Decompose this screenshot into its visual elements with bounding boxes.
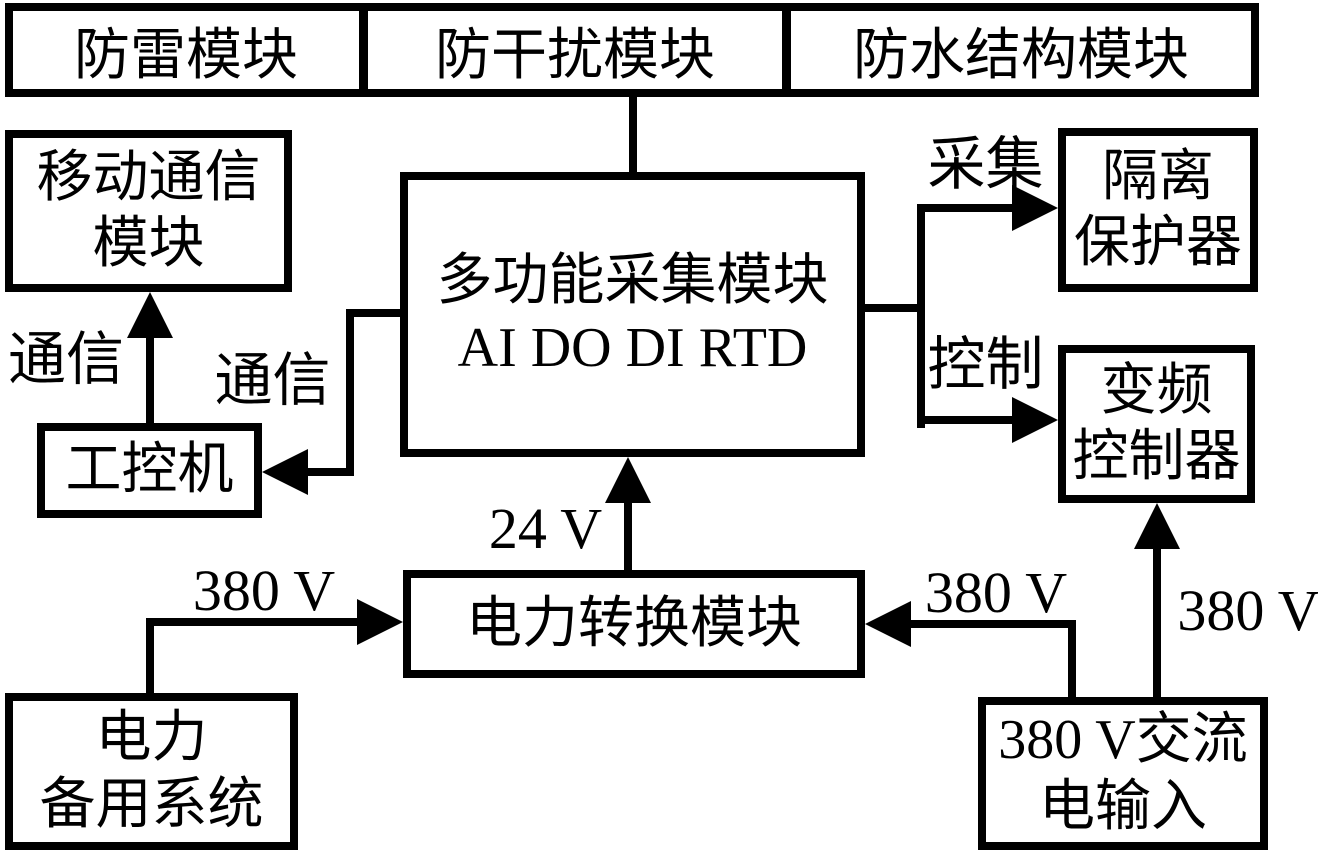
arrowhead-into-isolation-protector [1012,185,1058,231]
arrowhead-into-ipc [262,449,308,495]
box-label: 电力转换模块 [466,592,802,655]
box-label: 控制器 [1072,426,1241,488]
label-control: 控制 [927,332,1044,397]
arrowhead-into-mobile-communication [127,292,173,338]
connector-backup-vertical [146,618,154,693]
label-380v-backup: 380 V [192,558,336,623]
connector-acquisition-to-ipc-horizontal [304,468,354,476]
multifunction-acquisition-box: 多功能采集模块 AI DO DI RTD [400,172,865,457]
box-label: 移动通信 [36,146,261,209]
connector-ipc-to-mobile [146,334,154,423]
box-label: 变频 [1100,359,1213,422]
label-380v-ac-to-power: 380 V [924,560,1068,625]
box-label: 隔离 [1102,145,1214,208]
box-label: 保护器 [1074,212,1242,274]
vfd-controller-box: 变频 控制器 [1058,345,1255,503]
connector-ac-to-vfd-vertical [1153,547,1161,697]
connector-interference-to-acquisition [629,97,637,172]
connector-acquisition-to-ipc-top [346,309,400,317]
waterproof-structure-box: 防水结构模块 [853,24,1189,87]
arrowhead-backup-into-power-conversion [357,599,403,645]
connector-ac-to-power-horizontal [911,620,1076,628]
arrowhead-into-vfd-controller [1012,397,1058,443]
box-label: 多功能采集模块 [436,250,829,313]
label-comm-to-ipc: 通信 [214,348,331,413]
arrowhead-24v-into-acquisition [605,457,651,503]
box-label: 备用系统 [39,773,264,836]
label-24v: 24 V [488,496,603,561]
label-380v-ac-to-vfd: 380 V [1177,578,1318,643]
arrowhead-into-power-conversion [865,601,911,647]
box-label: 380 V交流 [998,709,1248,772]
box-label: 工控机 [65,439,234,502]
label-comm-to-mobile: 通信 [7,327,124,392]
box-label: 电力 [95,707,208,770]
isolation-protector-box: 隔离 保护器 [1058,128,1258,292]
industrial-pc-box: 工控机 [37,423,262,518]
arrowhead-ac-into-vfd [1134,503,1180,549]
mobile-communication-box: 移动通信 模块 [5,130,292,292]
label-acquisition: 采集 [927,132,1044,197]
box-divider [359,11,368,89]
connector-ac-to-power-vertical [1068,624,1076,697]
connector-acquisition-to-ipc-vertical [346,309,354,476]
box-divider [782,11,791,89]
connector-to-isolation-protector [917,204,1013,212]
connector-right-branch-vertical [917,204,925,428]
connector-to-vfd-controller [917,416,1013,424]
protection-modules-row: 防雷模块 防干扰模块 防水结构模块 [5,3,1259,97]
connector-backup-horizontal [146,618,358,626]
box-label: 电输入 [1039,775,1207,838]
box-label: AI DO DI RTD [457,316,808,379]
lightning-protection-box: 防雷模块 [74,24,298,87]
backup-power-box: 电力 备用系统 [5,693,298,850]
connector-24v-vertical [624,499,632,570]
ac-input-box: 380 V交流 电输入 [978,697,1268,850]
box-label: 模块 [92,213,205,275]
anti-interference-box: 防干扰模块 [435,24,715,87]
power-conversion-box: 电力转换模块 [403,570,865,678]
connector-acquisition-right-stub [865,304,925,312]
